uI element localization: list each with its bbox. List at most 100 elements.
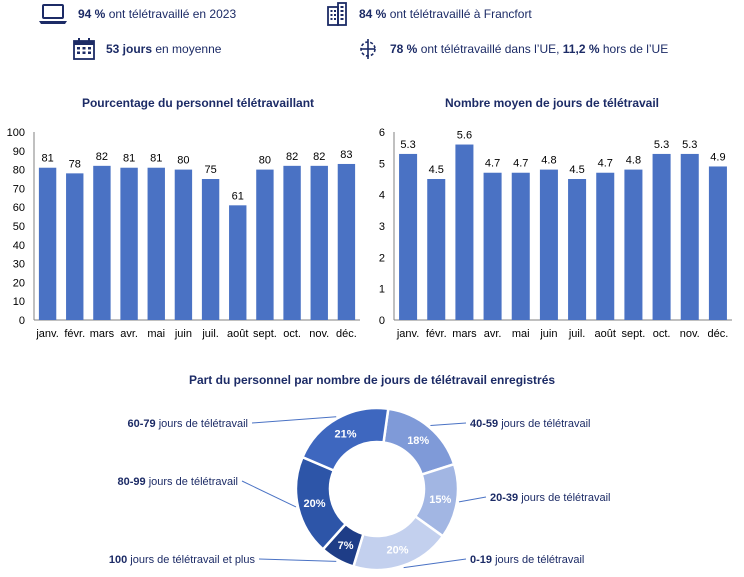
x-tick-label: nov. (680, 328, 700, 340)
stat-text: ont télétravaillé à Francfort (389, 7, 532, 21)
y-tick-label: 50 (13, 221, 25, 233)
data-label: 5.3 (682, 139, 697, 151)
bar (708, 166, 727, 320)
bar (568, 179, 587, 320)
x-tick-label: août (595, 328, 616, 340)
y-tick-label: 60 (13, 202, 25, 214)
chart-title-days: Nombre moyen de jours de télétravail (444, 96, 660, 110)
data-label: 81 (150, 153, 162, 165)
bar (511, 172, 530, 320)
slice-category-label: 100 jours de télétravail et plus (109, 554, 256, 566)
y-tick-label: 2 (379, 252, 385, 264)
chart-title-percent: Pourcentage du personnel télétravaillant (81, 96, 315, 110)
x-tick-label: avr. (484, 328, 502, 340)
chart-title-donut: Part du personnel par nombre de jours de… (188, 373, 556, 387)
slice-category-label: 80-99 jours de télétravail (118, 476, 238, 488)
bar (337, 163, 356, 320)
y-tick-label: 6 (379, 127, 385, 139)
x-tick-label: janv. (35, 328, 58, 340)
data-label: 61 (232, 190, 244, 202)
leader-line (430, 422, 467, 426)
slice-category-label: 40-59 jours de télétravail (470, 418, 590, 430)
data-label: 75 (204, 164, 216, 176)
bar (201, 179, 220, 320)
bar (624, 169, 643, 320)
data-label: 4.7 (598, 158, 613, 170)
x-tick-label: mai (147, 328, 165, 340)
data-label: 4.8 (541, 155, 556, 167)
leader-line (403, 558, 467, 569)
x-tick-label: nov. (309, 328, 329, 340)
slice-percent-label: 20% (387, 545, 409, 557)
bar-chart-days: 01234565.3janv.4.5févr.5.6mars4.7avr.4.7… (379, 127, 732, 340)
donut-slice (300, 406, 390, 473)
bar (66, 173, 84, 320)
x-tick-label: août (227, 328, 248, 340)
x-tick-label: avr. (120, 328, 138, 340)
leader-line (251, 416, 337, 424)
data-label: 80 (259, 155, 271, 167)
data-label: 78 (69, 158, 81, 170)
bar (93, 165, 111, 320)
bar (596, 172, 615, 320)
stat-text: en moyenne (155, 42, 222, 56)
x-tick-label: mai (512, 328, 530, 340)
building-icon (327, 2, 347, 26)
x-tick-label: déc. (336, 328, 357, 340)
leader-line (258, 558, 337, 562)
bar (399, 153, 418, 320)
bar (455, 144, 474, 320)
leader-line (458, 496, 487, 503)
slice-percent-label: 18% (407, 435, 429, 447)
y-tick-label: 0 (379, 315, 385, 327)
x-tick-label: déc. (708, 328, 729, 340)
stat-average-days: 53 jours en moyenne (72, 37, 221, 61)
bar (147, 167, 165, 320)
data-label: 81 (41, 153, 53, 165)
data-label: 80 (177, 155, 189, 167)
data-label: 82 (313, 151, 325, 163)
x-tick-label: févr. (426, 328, 447, 340)
stat-text: ont télétravaillé en 2023 (108, 7, 237, 21)
data-label: 4.7 (513, 158, 528, 170)
slice-percent-label: 20% (304, 498, 326, 510)
slice-percent-label: 15% (429, 494, 451, 506)
stat-text: ont télétravaillé dans l’UE, (420, 42, 560, 56)
stat-value: 53 jours (106, 42, 153, 56)
eu-stars-icon (360, 39, 376, 59)
x-tick-label: mars (452, 328, 477, 340)
y-tick-label: 10 (13, 296, 25, 308)
stat-value: 84 % (359, 7, 387, 21)
x-tick-label: sept. (253, 328, 277, 340)
y-tick-label: 90 (13, 146, 25, 158)
bar (256, 169, 274, 320)
stat-frankfurt: 84 % ont télétravaillé à Francfort (325, 2, 532, 26)
y-tick-label: 30 (13, 259, 25, 271)
slice-category-label: 60-79 jours de télétravail (128, 418, 248, 430)
y-tick-label: 1 (379, 284, 385, 296)
data-label: 82 (286, 151, 298, 163)
y-tick-label: 100 (7, 127, 25, 139)
data-label: 4.9 (710, 151, 725, 163)
y-tick-label: 3 (379, 221, 385, 233)
stat-text-2: hors de l’UE (602, 42, 669, 56)
data-label: 4.8 (626, 155, 641, 167)
y-tick-label: 80 (13, 165, 25, 177)
data-label: 5.3 (400, 139, 415, 151)
y-tick-label: 5 (379, 158, 385, 170)
x-tick-label: juil. (201, 328, 219, 340)
x-tick-label: mars (90, 328, 115, 340)
x-tick-label: juin (539, 328, 557, 340)
x-tick-label: févr. (64, 328, 85, 340)
data-label: 4.5 (429, 164, 444, 176)
bar (539, 169, 558, 320)
data-label: 81 (123, 153, 135, 165)
x-tick-label: janv. (396, 328, 419, 340)
bar (38, 167, 57, 320)
data-label: 82 (96, 151, 108, 163)
bar (283, 165, 301, 320)
y-tick-label: 20 (13, 277, 25, 289)
x-tick-label: sept. (621, 328, 645, 340)
x-tick-label: oct. (653, 328, 671, 340)
x-tick-label: oct. (283, 328, 301, 340)
